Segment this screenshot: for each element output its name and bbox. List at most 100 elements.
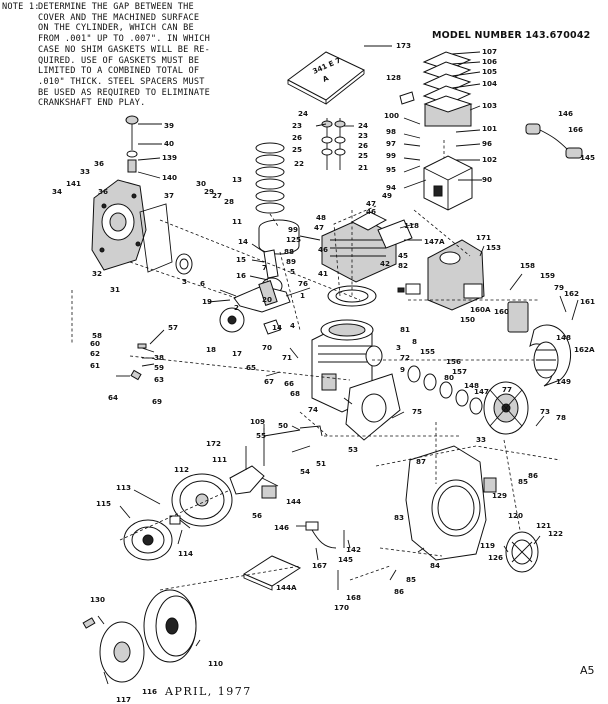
part-callout-81: 81 (400, 325, 410, 334)
part-callout-158: 158 (520, 261, 535, 270)
part-callout-26: 26 (358, 141, 368, 150)
part-callout-128: 128 (386, 73, 401, 82)
part-callout-96: 96 (482, 139, 492, 148)
part-callout-49: 49 (382, 191, 392, 200)
part-callout-148: 148 (556, 333, 571, 342)
part-callout-24: 24 (298, 109, 308, 118)
part-callout-160: 160 (494, 307, 509, 316)
part-callout-13: 13 (232, 175, 242, 184)
part-callout-99: 99 (386, 151, 396, 160)
part-callout-160a: 160A (470, 305, 491, 314)
part-callout-100: 100 (384, 111, 399, 120)
part-callout-129: 129 (492, 491, 507, 500)
part-callout-51: 51 (316, 459, 326, 468)
carburetor-linkage (229, 425, 323, 499)
part-callout-87: 87 (416, 457, 426, 466)
part-callout-69: 69 (152, 397, 162, 406)
part-callout-59: 59 (154, 363, 164, 372)
part-callout-32: 32 (92, 269, 102, 278)
part-callout-48: 48 (316, 213, 326, 222)
part-callout-118: 118 (404, 221, 419, 230)
part-callout-72: 72 (400, 353, 410, 362)
part-callout-146: 146 (558, 109, 573, 118)
part-callout-2: 2 (234, 303, 239, 312)
note-line: DETERMINE THE GAP BETWEEN THE (38, 2, 194, 12)
part-callout-18: 18 (206, 345, 216, 354)
blower-housing (405, 445, 497, 561)
part-callout-16: 16 (236, 271, 246, 280)
part-callout-61: 61 (90, 361, 100, 370)
part-callout-62: 62 (90, 349, 100, 358)
part-callout-159: 159 (540, 271, 555, 280)
part-callout-173: 173 (396, 41, 411, 50)
part-callout-41: 41 (318, 269, 328, 278)
engine-base (345, 373, 401, 441)
drive-plate (99, 621, 145, 683)
part-callout-46: 46 (318, 245, 328, 254)
part-callout-149: 149 (556, 377, 571, 386)
note-line: .010" THICK. STEEL SPACERS MUST (38, 76, 205, 87)
part-callout-140: 140 (162, 173, 177, 182)
part-callout-130: 130 (90, 595, 105, 604)
part-callout-73: 73 (540, 407, 550, 416)
part-callout-11: 11 (232, 217, 242, 226)
part-callout-53: 53 (348, 445, 358, 454)
part-callout-157: 157 (452, 367, 467, 376)
starter-pulley (123, 519, 173, 561)
part-callout-50: 50 (278, 421, 288, 430)
part-callout-120: 120 (508, 511, 523, 520)
part-callout-88: 88 (284, 247, 294, 256)
part-callout-126: 126 (488, 553, 503, 562)
part-callout-64: 64 (108, 393, 118, 402)
part-callout-116: 116 (142, 687, 157, 696)
note-label: NOTE 1: (2, 2, 40, 12)
part-callout-98: 98 (386, 127, 396, 136)
part-callout-4: 4 (290, 321, 295, 330)
part-callout-103: 103 (482, 101, 497, 110)
part-callout-24: 24 (358, 121, 368, 130)
part-callout-8: 8 (412, 337, 417, 346)
part-callout-106: 106 (482, 57, 497, 66)
part-callout-60: 60 (90, 339, 100, 348)
note-line: BE USED AS REQUIRED TO ELIMINATE (38, 87, 210, 98)
piston (258, 219, 300, 255)
part-callout-6: 6 (200, 279, 205, 288)
cover-gasket (139, 203, 193, 275)
note-line: LIMITED TO A COMBINED TOTAL OF (38, 66, 200, 77)
part-callout-78: 78 (556, 413, 566, 422)
part-callout-9: 9 (400, 365, 405, 374)
part-callout-68: 68 (290, 389, 300, 398)
part-callout-23: 23 (292, 121, 302, 130)
fuel-tank (427, 239, 485, 311)
part-callout-5: 5 (290, 267, 295, 276)
part-callout-111: 111 (212, 455, 227, 464)
leader-lines (97, 45, 579, 647)
part-callout-70: 70 (262, 343, 272, 352)
part-callout-34: 34 (52, 187, 62, 196)
owners-manual: 341 E 7 A (287, 51, 365, 105)
part-callout-153: 153 (486, 243, 501, 252)
part-callout-105: 105 (482, 67, 497, 76)
publication-date: APRIL, 1977 (165, 685, 252, 698)
part-callout-86: 86 (528, 471, 538, 480)
note-line: FROM .001" UP TO .007". IN WHICH (38, 34, 210, 45)
part-callout-80: 80 (444, 373, 454, 382)
manual-label-2: A (321, 73, 330, 84)
part-callout-104: 104 (482, 79, 497, 88)
part-callout-54: 54 (300, 467, 310, 476)
part-callout-39: 39 (164, 121, 174, 130)
part-callout-19: 19 (202, 297, 212, 306)
part-callout-121: 121 (536, 521, 551, 530)
part-callout-15: 15 (236, 255, 246, 264)
part-callout-14: 14 (272, 323, 282, 332)
part-callout-170: 170 (334, 603, 349, 612)
part-callout-77: 77 (502, 385, 512, 394)
part-callout-47: 47 (314, 223, 324, 232)
part-callout-63: 63 (154, 375, 164, 384)
part-callout-31: 31 (110, 285, 120, 294)
part-callout-3: 3 (182, 277, 187, 286)
part-callout-114: 114 (178, 549, 193, 558)
note-line: ON THE CYLINDER, WHICH CAN BE (38, 23, 194, 34)
drive-drum (143, 589, 197, 663)
